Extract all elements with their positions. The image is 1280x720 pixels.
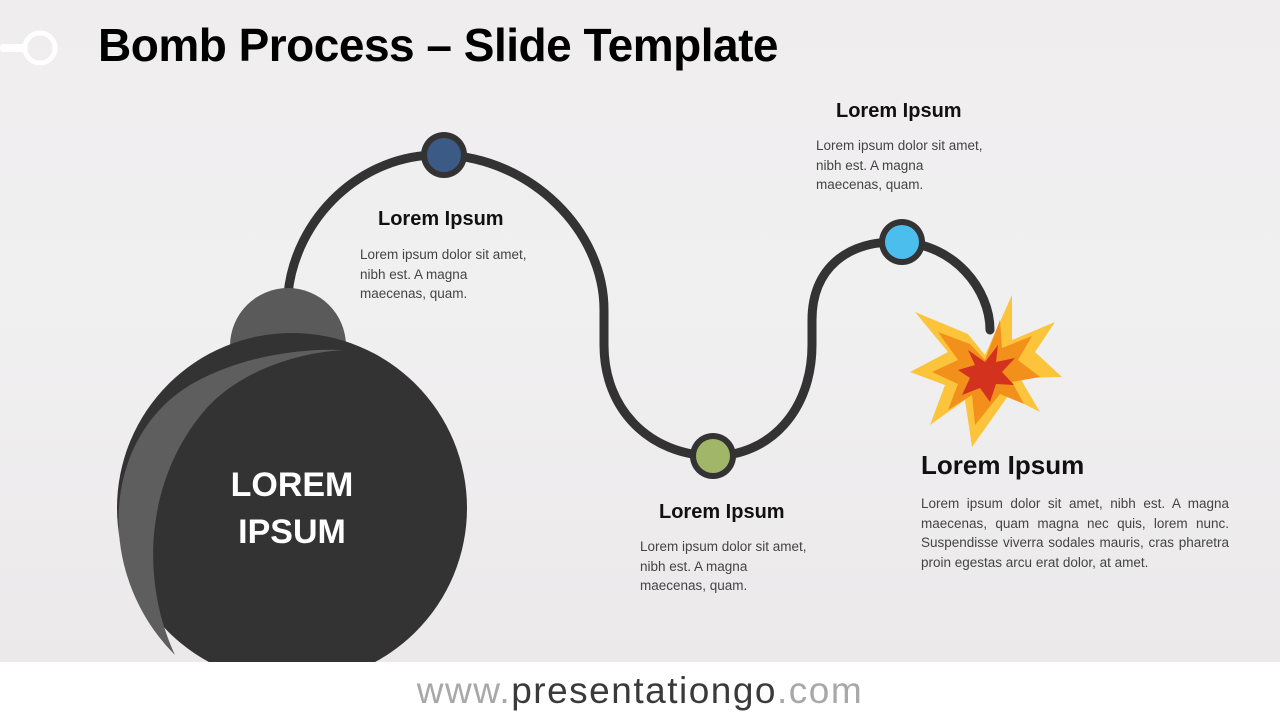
ring-ornament [0, 30, 58, 66]
footer-url-suffix: .com [777, 670, 864, 711]
step-1-text: Lorem ipsum dolor sit amet, nibh est. A … [360, 247, 527, 301]
step-4-label: Lorem Ipsum [921, 450, 1085, 480]
bomb-label-line-2: IPSUM [238, 513, 346, 551]
bomb-label-line-1: LOREM [230, 466, 354, 504]
step-2-text: Lorem ipsum dolor sit amet, nibh est. A … [640, 539, 807, 593]
step-3-text: Lorem ipsum dolor sit amet, nibh est. A … [816, 138, 983, 192]
step-1-label: Lorem Ipsum [378, 208, 504, 230]
step-2-label: Lorem Ipsum [659, 501, 785, 523]
footer-url-prefix: www. [416, 670, 512, 711]
footer-url: www.presentationgo.com [0, 662, 1280, 720]
footer-url-domain: presentationgo [511, 670, 778, 711]
step-3-label: Lorem Ipsum [836, 100, 962, 122]
explosion-icon [910, 295, 1062, 447]
slide-title: Bomb Process – Slide Template [98, 19, 779, 71]
step-marker-2-fill [696, 439, 730, 473]
step-marker-3-fill [885, 225, 919, 259]
step-4-text: Lorem ipsum dolor sit amet, nibh est. A … [921, 496, 1229, 570]
bomb-highlight [118, 349, 345, 655]
explosion-burst-inner [958, 345, 1015, 402]
bomb-process-diagram [0, 30, 1062, 662]
bomb-body [117, 333, 467, 662]
step-marker-1-fill [427, 138, 461, 172]
bomb-label: LOREM IPSUM [180, 462, 404, 556]
bomb-cap [230, 288, 346, 346]
